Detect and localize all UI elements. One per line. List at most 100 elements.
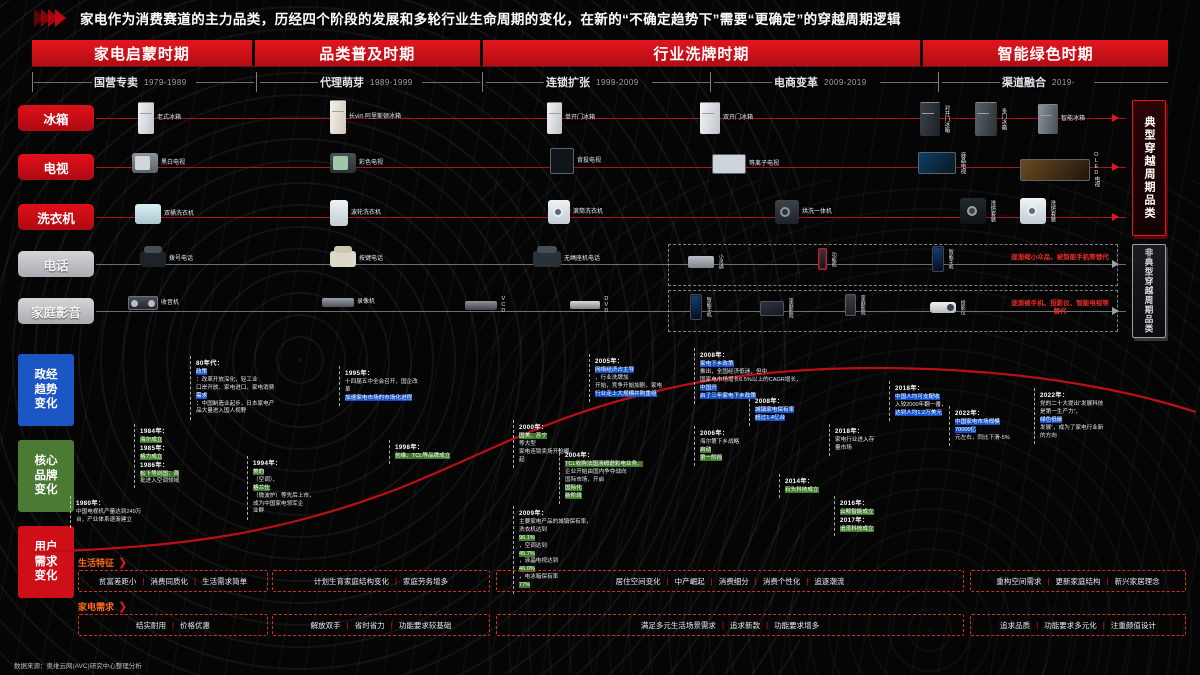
product-av-5[interactable]: 智能手机 <box>690 294 712 320</box>
annotation-text: 新阶段 <box>565 492 582 499</box>
annotation-text: 量市场 <box>835 444 852 451</box>
typical-cycle-box[interactable]: 典型穿越周期品类 <box>1132 100 1166 236</box>
row-label-washer[interactable]: 洗衣机 <box>18 204 94 230</box>
product-phone-2[interactable]: 按键电话 <box>330 246 383 267</box>
product-fridge-7[interactable]: 智能冰箱 <box>1038 104 1085 134</box>
subphase-4-name: 渠道融合 <box>1002 77 1046 89</box>
appliance-demand-cell-2[interactable]: 满足多元生活场景需求|追求新款|功能要求增多 <box>496 614 964 636</box>
product-tv-6[interactable]: OLED电视 <box>1020 152 1099 187</box>
phase-tab-2[interactable]: 行业洗牌时期 <box>482 40 921 66</box>
annotation-text: 企业开始由国内争夺战向 <box>565 468 627 475</box>
product-phone-6[interactable]: 智能手机 <box>932 246 954 272</box>
product-washer-3[interactable]: 滚筒洗衣机 <box>548 200 603 224</box>
product-tv-4[interactable]: 等离子电视 <box>712 154 779 174</box>
product-caption: 洗烘套装 <box>989 200 996 222</box>
annotation-line: 家电下乡政策 <box>700 360 802 369</box>
subphase-2-name: 连锁扩张 <box>546 77 590 89</box>
row-label-fridge[interactable]: 冰箱 <box>18 105 94 131</box>
life-trait-cell-3[interactable]: 重构空间需求|更新家庭结构|新兴家居理念 <box>970 570 1186 592</box>
product-phone-4[interactable]: 小灵通 <box>688 254 724 269</box>
appliance-demand-cell-0[interactable]: 结实耐用|价格优惠 <box>78 614 268 636</box>
product-av-8[interactable]: 投影仪 <box>930 300 966 315</box>
demand-item: 省时省力 <box>354 620 385 630</box>
annotation-text: ：改革开放深化，轻工业 <box>196 376 258 383</box>
section-tag-user[interactable]: 用户需求变化 <box>18 526 74 598</box>
appliance-demand-cell-1[interactable]: 解放双手|省时省力|功能要求较基础 <box>272 614 490 636</box>
appliance-demand-cell-3[interactable]: 追求品质|功能要求多元化|注重颜值设计 <box>970 614 1186 636</box>
product-washer-5[interactable]: 洗烘套装 <box>960 198 995 224</box>
annotation-year: 2004年： <box>565 452 594 459</box>
annotation-line: （空调）、 <box>253 477 315 485</box>
product-tv-1[interactable]: 黑白电视 <box>132 153 185 173</box>
annotation-text: 开始，竞争开始加剧，家电 <box>595 382 663 389</box>
annotation-guide <box>513 506 514 594</box>
phase-tab-1[interactable]: 品类普及时期 <box>254 40 480 66</box>
product-av-2[interactable]: 录像机 <box>322 298 375 307</box>
annotation-4: 1995年：十四届五中全会召开，国企改革加速家电市场的市场化进程 <box>345 370 418 403</box>
product-fridge-4[interactable]: 双开门冰箱 <box>700 102 753 134</box>
product-fridge-2[interactable]: 长virt·阿里斯顿冰箱 <box>330 100 401 134</box>
annotation-line: 台，产业体系逐渐建立 <box>76 517 141 525</box>
product-phone-5[interactable]: 功能机 <box>818 248 837 270</box>
dvd-player-icon <box>570 301 600 309</box>
product-tv-2[interactable]: 彩色电视 <box>330 153 383 173</box>
section-tag-macro[interactable]: 政经趋势变化 <box>18 354 74 426</box>
annotation-year: 2018年： <box>895 385 924 392</box>
cell-separator: | <box>666 576 669 586</box>
row-label-phone[interactable]: 电话 <box>18 251 94 277</box>
phase-tab-3[interactable]: 智能绿色时期 <box>923 40 1168 66</box>
atypical-cycle-box[interactable]: 非典型穿越周期品类 <box>1132 244 1166 338</box>
product-washer-4[interactable]: 烘洗一体机 <box>775 200 832 224</box>
product-av-4[interactable]: DVD <box>570 296 609 314</box>
product-tv-5[interactable]: 液晶电视 <box>918 152 965 174</box>
cell-separator: | <box>171 620 175 630</box>
product-fridge-6[interactable]: 多门冰箱 <box>975 102 1006 136</box>
annotation-text: 元左右，同比下滑-5% <box>955 434 1010 441</box>
annotation-text: 石头科技成立 <box>785 486 819 493</box>
product-phone-1[interactable]: 拨号电话 <box>140 246 193 267</box>
annotation-year: 2014年： <box>785 478 814 485</box>
vcr-icon <box>322 298 354 307</box>
annotation-line: 第一阶段 <box>700 454 739 463</box>
annotation-line: 创维、TCL等品牌成立 <box>395 452 451 461</box>
source-footer: 数据来源：奥维云网(AVC)研究中心整理分析 <box>14 663 142 670</box>
product-washer-1[interactable]: 双桶洗衣机 <box>135 204 194 224</box>
life-trait-cell-2[interactable]: 居住空间变化|中产崛起|消费细分|消费个性化|追逐潮流 <box>496 570 964 592</box>
product-av-1[interactable]: 收音机 <box>128 296 179 310</box>
section-tag-brand[interactable]: 核心品牌变化 <box>18 440 74 512</box>
annotation-line: 品大量进入国人视野 <box>196 408 274 416</box>
annotation-line: 成为中国家电领军企 <box>253 501 315 509</box>
life-trait-cell-1[interactable]: 计划生育家庭结构变化|家庭劳务增多 <box>272 570 490 592</box>
product-washer-2[interactable]: 波轮洗衣机 <box>330 200 381 226</box>
demand-item: 结实耐用 <box>135 620 166 630</box>
row-label-av[interactable]: 家庭影音 <box>18 298 94 324</box>
annotation-line: 绿色低碳 <box>1040 416 1103 425</box>
demand-item: 解放双手 <box>310 620 341 630</box>
annotation-text: 革 <box>345 386 351 393</box>
product-fridge-1[interactable]: 老式冰箱 <box>138 102 181 134</box>
cell-separator: | <box>710 576 713 586</box>
cell-separator: | <box>142 576 145 586</box>
fridge-icon <box>1038 104 1058 134</box>
product-av-7[interactable]: 家庭影院 <box>845 294 866 316</box>
product-caption: 家庭影院 <box>859 295 866 315</box>
product-fridge-3[interactable]: 单开门冰箱 <box>547 102 595 134</box>
subphase-0-years: 1979-1989 <box>144 77 187 87</box>
product-fridge-5[interactable]: 对开门冰箱 <box>920 102 949 136</box>
annotation-line: 海尔成立 <box>140 436 179 445</box>
product-av-3[interactable]: VCD <box>465 296 506 314</box>
arrow-to-typical-1 <box>1112 114 1119 122</box>
product-av-6[interactable]: 家庭影院 <box>760 298 794 318</box>
phase-tab-0[interactable]: 家电启蒙时期 <box>32 40 252 66</box>
product-phone-3[interactable]: 无绳座机电话 <box>533 246 600 267</box>
annotation-year: 1994年： <box>253 460 282 467</box>
annotation-text: 加速家电市场的市场化进程 <box>345 394 413 401</box>
annotation-line: 国美、苏宁 <box>519 432 569 441</box>
row-label-tv[interactable]: 电视 <box>18 154 94 180</box>
annotation-guide <box>1034 388 1035 444</box>
product-tv-3[interactable]: 背投电视 <box>550 148 601 174</box>
life-trait-cell-0[interactable]: 贫富差距小|消费同质化|生活需求简单 <box>78 570 268 592</box>
annotation-line: 党的二十大提出“发展科技 <box>1040 401 1103 409</box>
subphase-0-name: 国营专卖 <box>94 77 138 89</box>
product-washer-6[interactable]: 洗烘套装 <box>1020 198 1055 224</box>
